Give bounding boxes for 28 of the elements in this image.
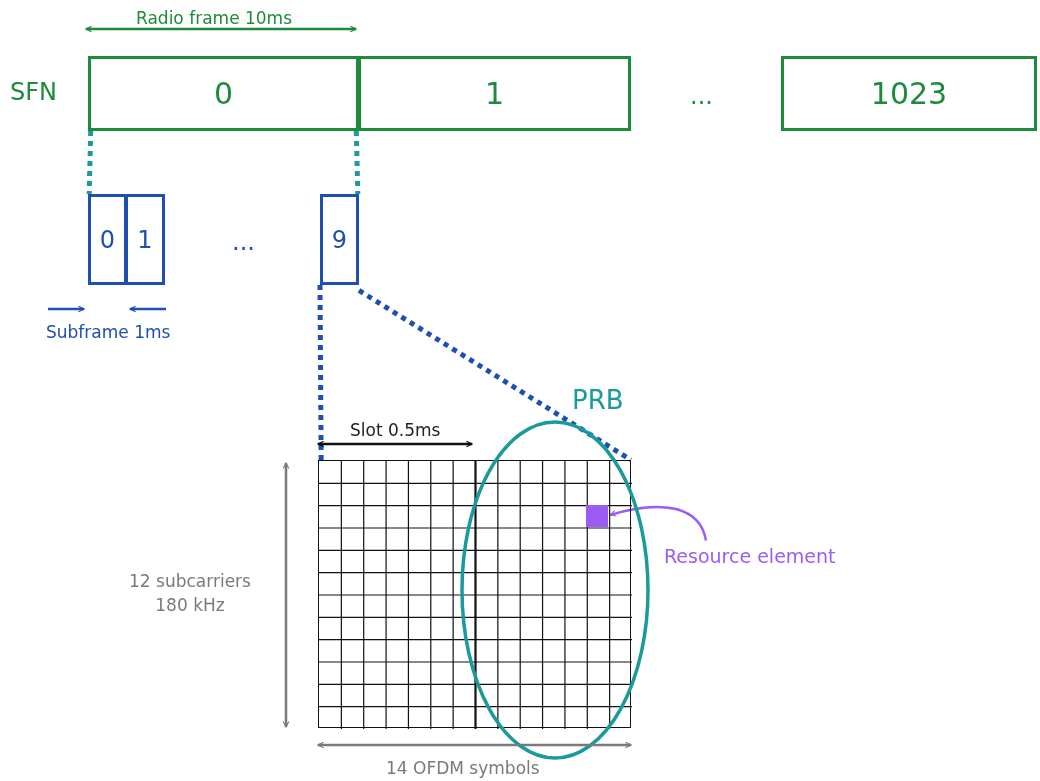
frame-number: 1023	[870, 76, 948, 111]
frame-number: 1	[484, 76, 505, 111]
leader-line	[609, 505, 708, 541]
prb-label: PRB	[572, 385, 624, 415]
dimension-label: 12 subcarriers 180 kHz	[128, 570, 252, 617]
resource-element-cell	[586, 505, 608, 527]
dimension-label: Radio frame 10ms	[136, 8, 293, 28]
frame-box	[88, 56, 359, 131]
zoom-line	[317, 285, 324, 460]
zoom-line	[86, 130, 94, 195]
ellipsis: ...	[690, 82, 713, 110]
subframe-number: 9	[331, 225, 348, 254]
frame-box	[781, 56, 1037, 131]
zoom-line	[357, 288, 633, 463]
dimension-label: Slot 0.5ms	[350, 420, 441, 440]
dimension-label: 14 OFDM symbols	[386, 758, 540, 778]
frame-box	[358, 56, 631, 131]
subframe-number: 0	[99, 225, 116, 254]
row-label: SFN	[10, 78, 57, 106]
zoom-line	[353, 130, 361, 195]
dimension-label: Subframe 1ms	[46, 322, 171, 342]
subframe-box	[88, 194, 127, 285]
frame-number: 0	[213, 76, 234, 111]
subframe-box	[320, 194, 359, 285]
ellipsis: ...	[232, 228, 255, 256]
resource-element-label: Resource element	[664, 542, 864, 570]
subframe-number: 1	[137, 225, 153, 254]
subframe-box	[125, 194, 165, 285]
